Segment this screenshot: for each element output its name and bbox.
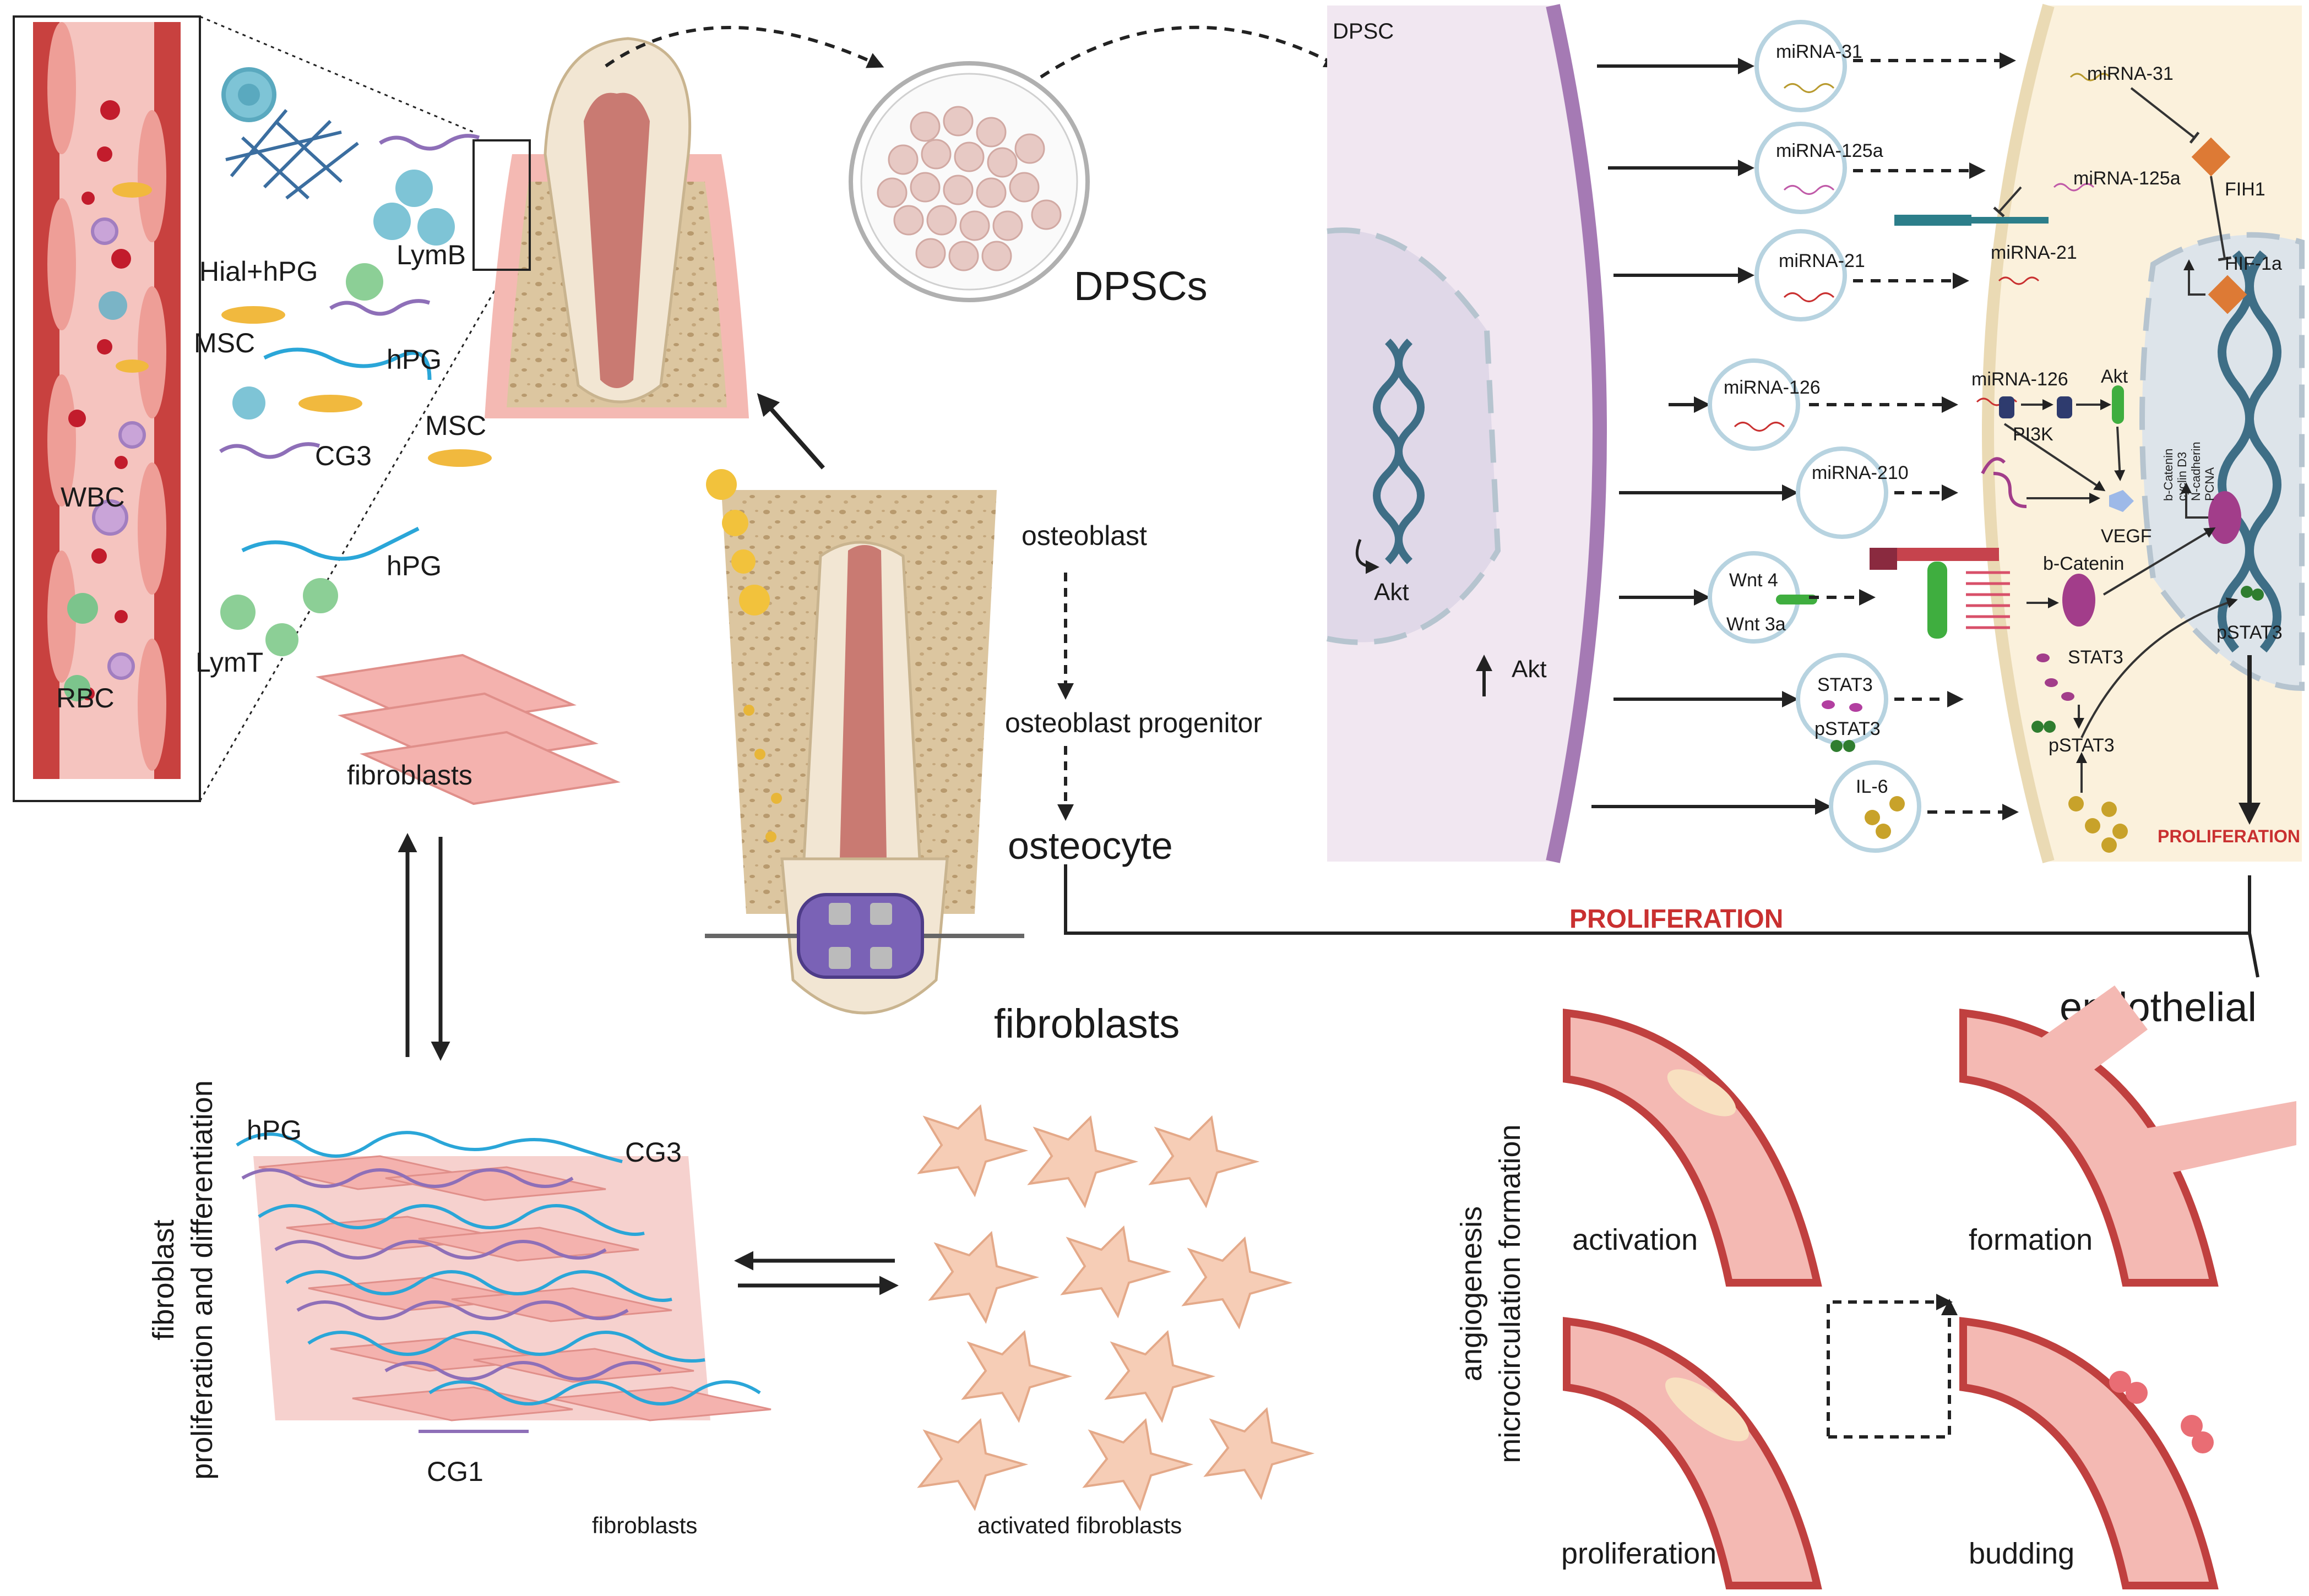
fibroblast-mesh <box>236 1131 772 1433</box>
label-mirna-125a: miRNA-125a <box>1776 140 1883 161</box>
label-b-catenin: b-Catenin <box>2043 553 2124 574</box>
label-r-stat3: STAT3 <box>2068 647 2123 668</box>
label-mirna-126: miRNA-126 <box>1724 377 1821 398</box>
label-proliferation: PROLIFERATION <box>1569 905 1783 934</box>
label-r-pstat3-nucleus: pSTAT3 <box>2216 622 2283 643</box>
activated-fibroblasts <box>917 1104 1315 1511</box>
label-fibroblasts-upper: fibroblasts <box>347 760 472 791</box>
label-proliferation-angio: proliferation <box>1561 1537 1716 1570</box>
label-mirna-210: miRNA-210 <box>1812 462 1909 483</box>
label-msc-1: MSC <box>194 328 255 358</box>
label-cg3: CG3 <box>315 440 372 471</box>
hyaluronan-proteoglycan <box>225 109 359 200</box>
label-mirna-21: miRNA-21 <box>1779 250 1865 271</box>
label-r-mirna-126: miRNA-126 <box>1971 369 2068 390</box>
label-microcirculation-side: microcirculation formation <box>1493 1124 1526 1463</box>
label-hpg-2: hPG <box>387 551 442 581</box>
label-stat3: STAT3 <box>1817 674 1873 695</box>
label-lymb: LymB <box>396 239 466 270</box>
angiogenesis-panels <box>1563 985 2296 1589</box>
label-proliferation-small: PROLIFERATION <box>2158 826 2300 846</box>
label-vegf: VEGF <box>2101 526 2152 547</box>
label-dpsc: DPSC <box>1333 19 1394 43</box>
label-mirna-31: miRNA-31 <box>1776 41 1862 62</box>
label-r-mirna-21: miRNA-21 <box>1991 242 2077 263</box>
fibroblast-sheet-upper <box>316 653 621 805</box>
tooth-orthodontic <box>705 469 1024 1015</box>
label-cg1-bottom: CG1 <box>427 1456 483 1487</box>
svg-text:b-Catenin: b-Catenin <box>2161 449 2175 501</box>
label-angiogenesis-side: angiogenesis <box>1455 1206 1488 1381</box>
label-osteoblast-progenitor: osteoblast progenitor <box>1005 707 1262 738</box>
immune-cells <box>220 67 492 656</box>
label-activation: activation <box>1572 1223 1698 1256</box>
label-osteocyte: osteocyte <box>1008 824 1173 867</box>
label-fibroblasts-bottom: fibroblasts <box>592 1512 697 1538</box>
svg-text:N-cadherin: N-cadherin <box>2189 442 2203 501</box>
label-il6: IL-6 <box>1856 776 1888 797</box>
label-r-mirna-125a: miRNA-125a <box>2073 168 2181 189</box>
label-dpscs: DPSCs <box>1074 263 1208 309</box>
tooth-upper <box>472 37 749 418</box>
label-r-akt: Akt <box>2101 366 2128 387</box>
label-fibroblasts-mid: fibroblasts <box>994 1001 1180 1047</box>
label-budding: budding <box>1969 1537 2074 1570</box>
label-msc-2: MSC <box>425 410 486 441</box>
collagen-fibers <box>219 134 480 561</box>
exosome-bubbles <box>1708 20 1921 853</box>
label-cg3-bottom: CG3 <box>625 1137 682 1168</box>
svg-text:PCNA: PCNA <box>2203 467 2216 501</box>
label-akt-up: Akt <box>1512 656 1547 683</box>
blood-vessel-inset <box>13 15 201 802</box>
label-hpg-1: hPG <box>387 344 442 375</box>
label-pi3k: PI3K <box>2013 424 2053 445</box>
label-hif1a: HIF-1a <box>2225 253 2282 274</box>
label-wnt3a: Wnt 3a <box>1726 614 1786 635</box>
label-formation: formation <box>1969 1223 2093 1256</box>
label-rbc: RBC <box>56 683 115 713</box>
label-hpg-bottom: hPG <box>247 1115 302 1146</box>
label-activated-fibroblasts: activated fibroblasts <box>977 1512 1182 1538</box>
dpsc-petri-dish <box>849 61 1090 302</box>
svg-text:cyclin D3: cyclin D3 <box>2175 452 2189 501</box>
label-r-pstat3: pSTAT3 <box>2049 735 2115 756</box>
label-wnt4: Wnt 4 <box>1729 570 1778 591</box>
label-wbc: WBC <box>61 482 125 513</box>
label-fih1: FIH1 <box>2225 179 2265 200</box>
label-lymt: LymT <box>195 647 263 678</box>
label-prolif-diff-side: proliferation and differentiation <box>186 1080 219 1480</box>
label-r-mirna-31: miRNA-31 <box>2087 63 2174 84</box>
label-hial-hpg: Hial+hPG <box>199 256 318 287</box>
label-osteoblast: osteoblast <box>1022 520 1147 551</box>
label-akt-nucleus: Akt <box>1374 579 1409 606</box>
label-pstat3: pSTAT3 <box>1814 718 1881 739</box>
nucleus-gene-list: b-Catenin cyclin D3 N-cadherin PCNA <box>2161 442 2216 501</box>
label-fibroblast-side: fibroblast <box>147 1219 180 1340</box>
